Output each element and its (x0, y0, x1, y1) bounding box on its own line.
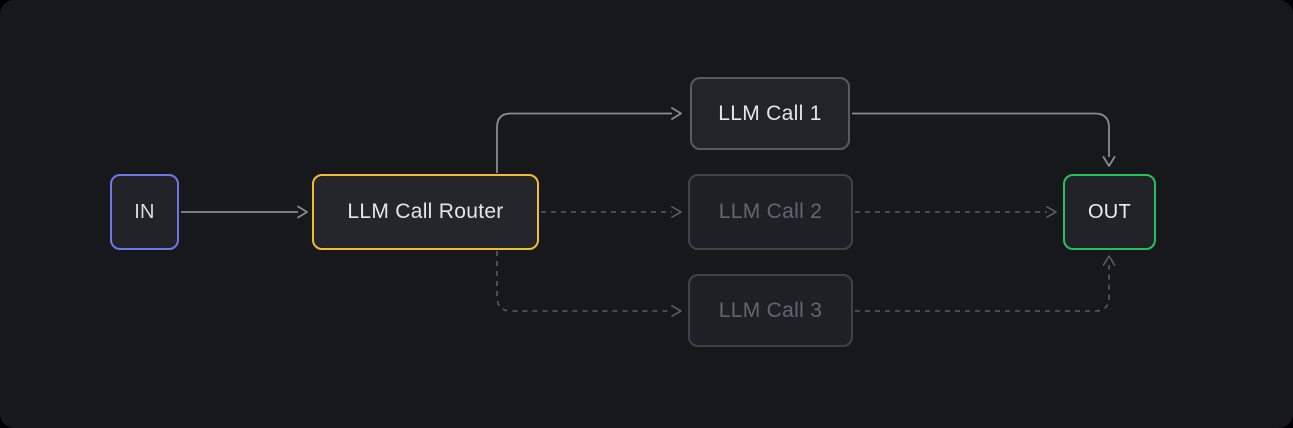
edge-in-router (181, 205, 308, 219)
node-router-label: LLM Call Router (347, 200, 504, 223)
arrowhead-right-icon (297, 205, 308, 219)
arrowhead-down-icon (1102, 156, 1116, 167)
arrowhead-right-icon (1046, 206, 1057, 218)
arrowhead-up-icon (1102, 255, 1116, 266)
edge-call2-out (855, 206, 1057, 218)
node-call1-label: LLM Call 1 (718, 101, 822, 125)
edge-router-call1 (496, 107, 682, 173)
node-out-label: OUT (1087, 200, 1132, 223)
edge-router-call2 (541, 206, 682, 218)
node-call3-label: LLM Call 3 (718, 298, 823, 322)
node-llm-call-2: LLM Call 2 (688, 174, 853, 250)
edge-router-call3 (496, 251, 682, 317)
arrowhead-right-icon (671, 305, 682, 317)
node-llm-call-3: LLM Call 3 (688, 274, 853, 347)
edge-call3-out (855, 255, 1116, 312)
edge-call1-out (852, 112, 1116, 167)
arrowhead-right-icon (671, 206, 682, 218)
node-out: OUT (1063, 174, 1156, 250)
arrowhead-right-icon (671, 107, 682, 120)
node-in-label: IN (134, 200, 155, 223)
node-call2-label: LLM Call 2 (718, 200, 823, 223)
node-llm-call-1: LLM Call 1 (690, 77, 850, 150)
node-in: IN (110, 174, 179, 250)
node-llm-call-router: LLM Call Router (312, 174, 539, 250)
